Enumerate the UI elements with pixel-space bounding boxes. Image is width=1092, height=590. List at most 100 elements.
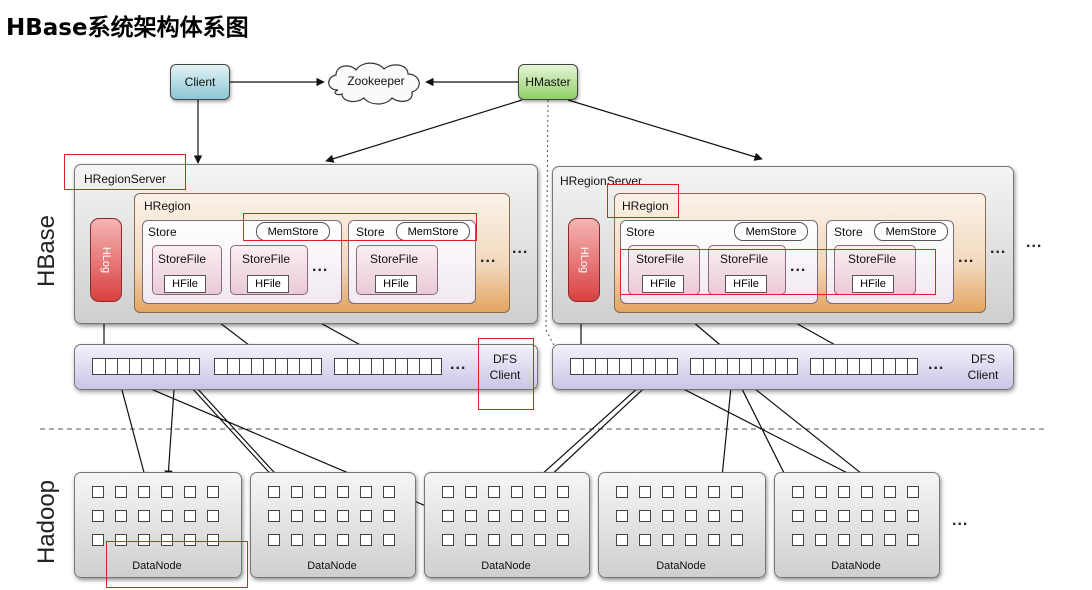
highlight-box-hregion — [607, 184, 679, 218]
hlog-2-label: HLog — [577, 246, 590, 274]
block-cell — [138, 534, 150, 546]
block-cell — [383, 510, 395, 522]
block-cell — [337, 534, 349, 546]
memstore-2b: MemStore — [874, 222, 948, 241]
block-cell — [268, 534, 280, 546]
block-cell — [838, 510, 850, 522]
block-cell — [685, 486, 697, 498]
ellipsis: ... — [790, 258, 807, 275]
highlight-box-datanode — [106, 541, 248, 588]
block-cell — [161, 486, 173, 498]
block-cell — [337, 486, 349, 498]
block-cell — [207, 534, 219, 546]
block-cell — [534, 486, 546, 498]
block-cell — [557, 534, 569, 546]
block-cell — [616, 510, 628, 522]
block-cell — [291, 510, 303, 522]
block-cell — [115, 510, 127, 522]
ellipsis: ... — [312, 258, 329, 275]
store-1a-label: Store — [148, 225, 177, 239]
block-cell — [92, 510, 104, 522]
block-cell — [268, 510, 280, 522]
block-cell — [639, 534, 651, 546]
block-cell — [511, 534, 523, 546]
ellipsis: ... — [480, 249, 497, 266]
block-cell — [442, 534, 454, 546]
block-cell — [465, 510, 477, 522]
block-cell — [92, 534, 104, 546]
block-cell — [907, 486, 919, 498]
block-cell — [115, 486, 127, 498]
block-cell — [161, 534, 173, 546]
block-cell — [360, 510, 372, 522]
block-row — [570, 358, 678, 375]
ellipsis: ... — [450, 356, 467, 373]
block-cell — [731, 510, 743, 522]
block-cell — [907, 534, 919, 546]
block-cell — [884, 510, 896, 522]
ellipsis: ... — [958, 249, 975, 266]
store-2a-label: Store — [626, 225, 655, 239]
block-cell — [557, 486, 569, 498]
hfile-1a-1: HFile — [164, 275, 206, 293]
block-cell — [838, 486, 850, 498]
block-cell — [488, 510, 500, 522]
region-server-1-label: HRegionServer — [84, 172, 167, 186]
block-row — [214, 358, 322, 375]
dfs-client-1-label-line2: Client — [489, 368, 521, 382]
hmaster-node: HMaster — [518, 64, 578, 100]
block-cell — [815, 510, 827, 522]
block-cell — [792, 486, 804, 498]
block-cell — [708, 486, 720, 498]
block-cell — [488, 534, 500, 546]
block-cell — [511, 486, 523, 498]
hlog-1: HLog — [90, 218, 122, 302]
block-cell — [442, 510, 454, 522]
block-cell — [731, 534, 743, 546]
block-cell — [383, 534, 395, 546]
ellipsis: ... — [1026, 234, 1043, 251]
block-cell — [383, 486, 395, 498]
storefile-1a-1-label: StoreFile — [158, 252, 207, 266]
datanode-3-label: DataNode — [481, 560, 531, 572]
block-cell — [92, 486, 104, 498]
block-cell — [314, 486, 326, 498]
block-cell — [792, 534, 804, 546]
block-cell — [685, 510, 697, 522]
store-2b-label: Store — [834, 225, 863, 239]
zookeeper-cloud — [328, 62, 420, 105]
highlight-box-rs1-label — [64, 154, 186, 190]
block-cell — [616, 534, 628, 546]
storefile-2a-2-label: StoreFile — [720, 252, 769, 266]
hfile-2a-2: HFile — [725, 275, 767, 293]
ellipsis: ... — [928, 356, 945, 373]
ellipsis: ... — [990, 240, 1007, 257]
page-title: HBase系统架构体系图 — [6, 15, 249, 41]
hfile-2a-1: HFile — [642, 275, 684, 293]
datanode-1-label: DataNode — [132, 560, 182, 572]
block-cell — [861, 510, 873, 522]
storefile-1b-1-label: StoreFile — [370, 252, 419, 266]
block-row — [810, 358, 918, 375]
block-cell — [708, 534, 720, 546]
block-cell — [639, 510, 651, 522]
hmaster-rs2-arrow — [567, 99, 763, 161]
block-cell — [268, 486, 280, 498]
block-cell — [792, 510, 804, 522]
block-cell — [708, 510, 720, 522]
block-cell — [184, 510, 196, 522]
highlight-box-dfs-client — [478, 338, 534, 410]
ellipsis: ... — [952, 512, 969, 529]
dfs-client-2-label-line2: Client — [967, 368, 999, 382]
block-cell — [511, 510, 523, 522]
block-cell — [465, 534, 477, 546]
block-cell — [534, 510, 546, 522]
block-row — [334, 358, 442, 375]
block-cell — [488, 486, 500, 498]
block-cell — [907, 510, 919, 522]
block-row — [690, 358, 798, 375]
block-cell — [662, 486, 674, 498]
block-cell — [207, 486, 219, 498]
hfile-1a-2: HFile — [247, 275, 289, 293]
hregion-2-label: HRegion — [622, 199, 669, 213]
